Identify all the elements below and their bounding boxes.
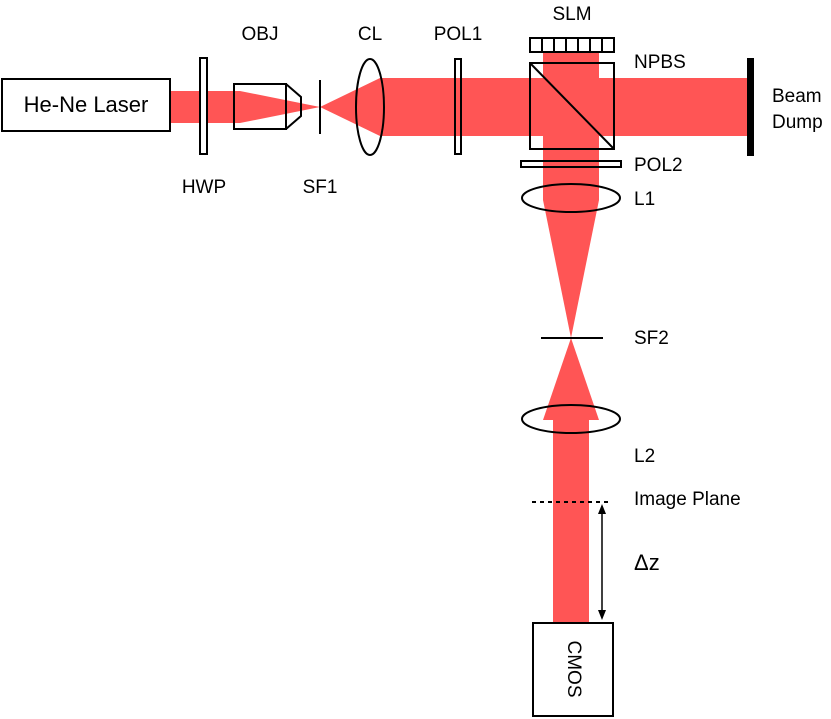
pol2-label: POL2 xyxy=(634,155,683,176)
lens-l2 xyxy=(521,404,621,434)
beam-dump-label-line1: Beam xyxy=(772,86,822,107)
obj-label: OBJ xyxy=(242,24,279,45)
cmos-box xyxy=(532,622,614,717)
laser-box xyxy=(1,78,171,132)
slm-device xyxy=(529,37,615,53)
laser-beam xyxy=(170,52,748,622)
cmos-label: CMOS xyxy=(563,641,584,698)
delta-z-arrow xyxy=(598,504,606,620)
pol2-plate xyxy=(520,160,622,168)
sf1-label: SF1 xyxy=(303,177,338,198)
collimating-lens xyxy=(355,58,385,156)
pol1-plate xyxy=(454,58,462,155)
pol1-label: POL1 xyxy=(434,24,483,45)
beam-dump xyxy=(747,58,754,156)
objective-lens xyxy=(233,83,302,130)
cl-label: CL xyxy=(358,24,382,45)
delta-z-label: Δz xyxy=(634,550,660,575)
lens-l1 xyxy=(521,183,621,213)
image-plane-label: Image Plane xyxy=(634,489,741,510)
l1-label: L1 xyxy=(634,189,655,210)
hwp-label: HWP xyxy=(182,177,226,198)
npbs-label: NPBS xyxy=(634,52,686,73)
sf2-label: SF2 xyxy=(634,328,669,349)
npbs-cube xyxy=(529,62,615,150)
laser-label: He-Ne Laser xyxy=(24,92,149,117)
hwp-plate xyxy=(199,57,208,155)
beam-dump-label-line2: Dump xyxy=(772,112,823,133)
l2-label: L2 xyxy=(634,446,655,467)
slm-label: SLM xyxy=(552,4,591,25)
